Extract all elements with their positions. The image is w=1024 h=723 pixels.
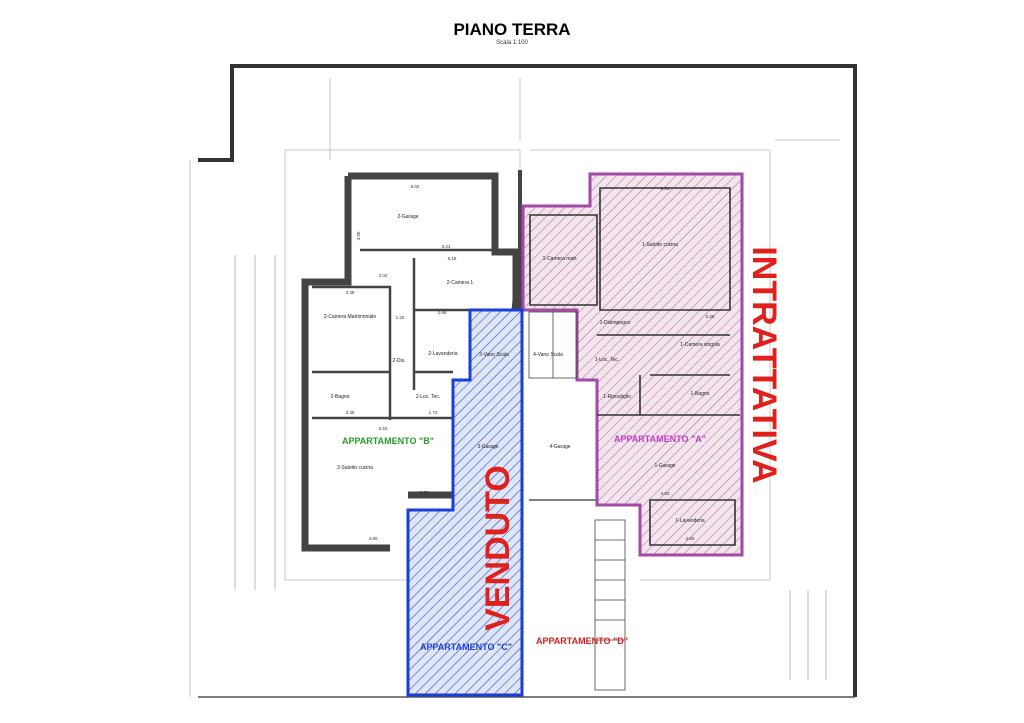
parking-stripes: [234, 255, 827, 680]
room-label: 2-Bagno: [331, 394, 350, 400]
apartment-a-area: [521, 172, 744, 557]
room-label: 1-Salotto cucina: [642, 242, 678, 248]
room-label: 1-Disimpegno: [600, 320, 631, 326]
room-label: 2-Loc. Tec.: [416, 394, 440, 400]
dimension: 6.02: [411, 184, 420, 189]
sold-overlay: VENDUTO: [479, 465, 517, 631]
dimension: 1.74: [429, 410, 438, 415]
room-label: 2-Lavanderia: [428, 351, 457, 357]
apartment-b-walls: [301, 172, 520, 552]
room-label: 1-Ripostiglio: [603, 394, 631, 400]
room-label: 2-Camera Matrimoniale: [324, 314, 376, 320]
dimension: 2.53: [420, 490, 429, 495]
apartment-b-label: APPARTAMENTO "B": [342, 436, 434, 446]
dimension: 2.28: [706, 314, 715, 319]
apartment-d-label: APPARTAMENTO "D": [536, 636, 628, 646]
negotiation-overlay: INTRATTATIVA: [745, 246, 783, 483]
room-label: 1-Camera matr.: [543, 256, 578, 262]
apartment-a-label: APPARTAMENTO "A": [614, 434, 706, 444]
dimension: 2.68: [438, 310, 447, 315]
dimension: 5.51: [661, 186, 670, 191]
apartment-a-walls: [529, 187, 740, 546]
dimension: 4.53: [661, 491, 670, 496]
dimension: 3.21: [442, 244, 451, 249]
room-label: 2-Garage: [397, 214, 418, 220]
room-label: 2-Salotto cucina: [337, 465, 373, 471]
interior-walls: [312, 248, 495, 420]
dimension: 4.90: [356, 231, 361, 240]
room-label: 3-Vano Scala: [479, 352, 509, 358]
dimension: 5.19: [448, 256, 457, 261]
room-label: 1-Camera singola: [680, 342, 720, 348]
dimension: 6.53: [379, 426, 388, 431]
room-label: 2-Camera 1: [447, 280, 474, 286]
dimension: 4.80: [369, 536, 378, 541]
dimension: 1.20: [396, 315, 405, 320]
page-title: PIANO TERRA: [453, 20, 571, 39]
room-label: 4-Vano Scala: [533, 352, 563, 358]
apartment-c-area: [406, 308, 524, 697]
dimension: 3.39: [346, 410, 355, 415]
dimension: 2.02: [379, 273, 388, 278]
room-label: 1-Bagno: [691, 391, 710, 397]
room-label: 3-Garage: [477, 444, 498, 450]
scale-label: Scala 1:100: [496, 40, 528, 46]
room-label: 4-Garage: [549, 444, 570, 450]
lot-boundary: [198, 64, 857, 697]
apartment-c-label: APPARTAMENTO "C": [420, 642, 512, 652]
room-label: 2-Dis.: [392, 358, 405, 364]
dimension: 4.80: [686, 536, 695, 541]
room-label: 1-Lavanderia: [675, 518, 704, 524]
room-label: 1-Loc. Tec.: [595, 357, 619, 363]
room-label: 1-Garage: [654, 463, 675, 469]
dimension: 3.39: [346, 290, 355, 295]
stairs: [528, 311, 626, 691]
